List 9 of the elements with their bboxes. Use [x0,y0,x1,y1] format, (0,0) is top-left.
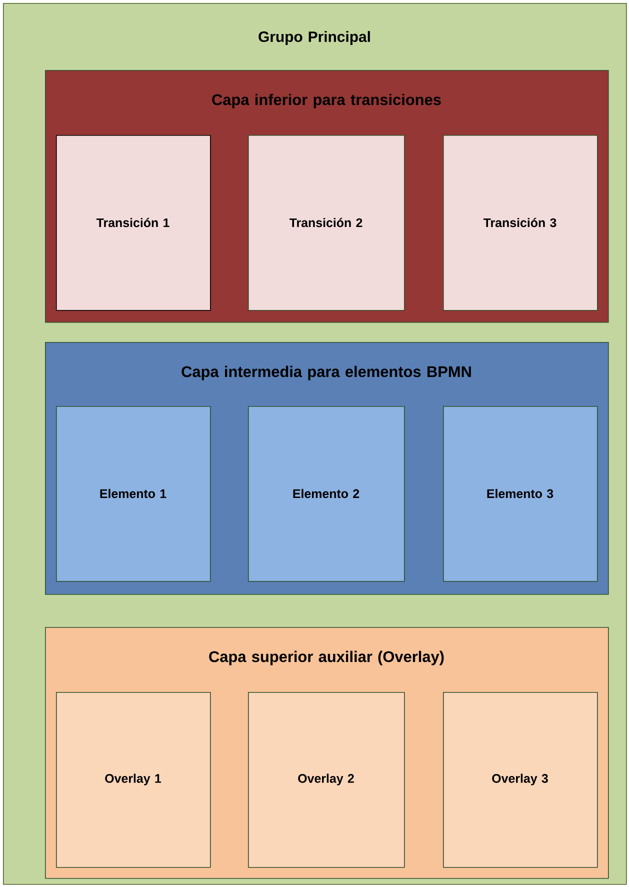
item-box: Overlay 3 [443,692,598,868]
item-box: Transición 2 [248,135,405,311]
item-box: Overlay 2 [248,692,405,868]
item-box: Elemento 1 [56,406,211,582]
item-box: Transición 1 [56,135,211,311]
item-box: Transición 3 [443,135,598,311]
item-box: Elemento 2 [248,406,405,582]
item-box: Overlay 1 [56,692,211,868]
item-box: Elemento 3 [443,406,598,582]
